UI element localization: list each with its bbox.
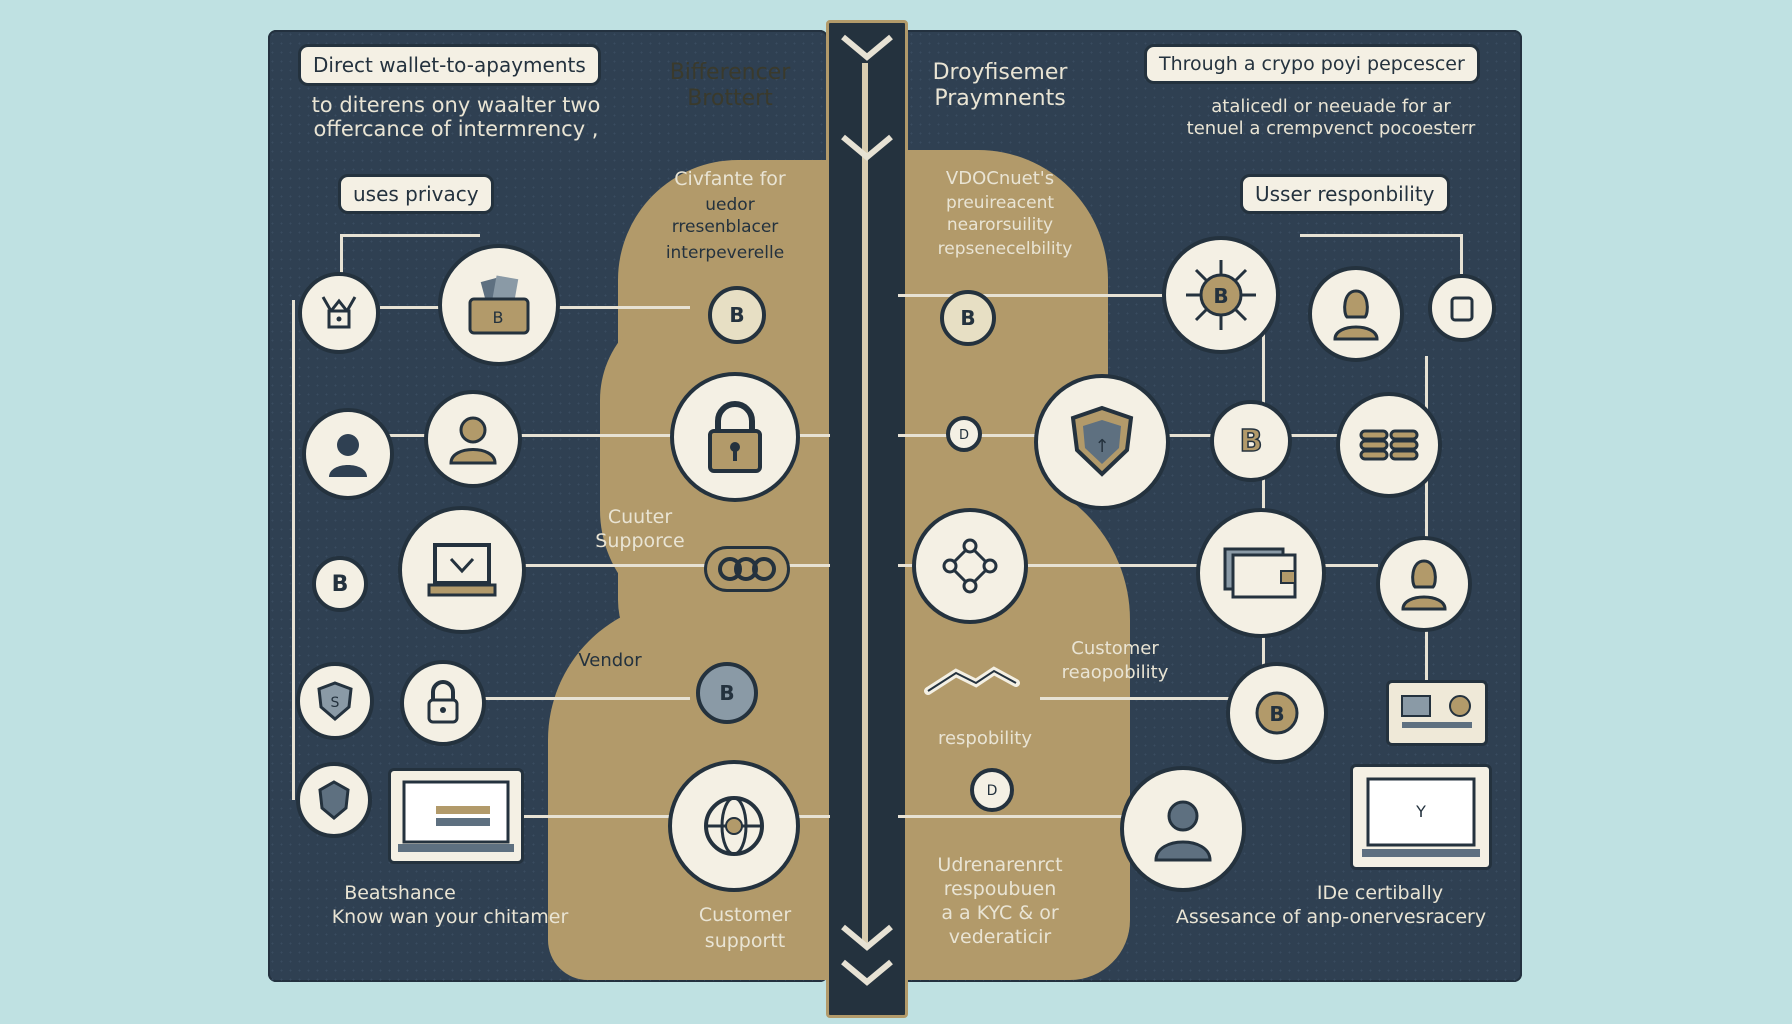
left-support-line2: supportt [704,930,786,952]
user-icon [302,408,394,500]
handshake-icon [916,650,1028,714]
chain-link-icon [704,546,790,592]
center-spine [826,20,908,1018]
privacy-pill: uses privacy [338,174,494,214]
connector [520,564,830,567]
coin-stack-icon [1336,392,1442,498]
left-center-heading-line1: Bifferencer [669,60,791,85]
svg-text:D: D [987,783,998,799]
user-icon [1120,766,1246,892]
connector [1040,697,1260,700]
left-subtitle-line1: to diterens ony waalter two [311,93,601,117]
right-subtitle-line1: atalicedl or neeuade for ar [1211,96,1451,117]
right-gold-text-line2: preuireacent [945,193,1055,213]
globe-icon [668,760,800,892]
svg-text:B: B [1213,284,1228,308]
gold-text-line3: rresenblacer [671,217,779,237]
connector [898,815,1228,818]
left-subtitle-line2: offercance of intermrency , [313,117,599,141]
ud-line3: a a KYC & or [941,902,1059,924]
bitcoin-badge-icon: B [1162,236,1280,354]
vendor-label: Vendor [578,650,642,671]
left-center-heading-line2: Brottert [687,86,773,111]
padlock-icon [1428,274,1496,342]
svg-text:Y: Y [1415,802,1426,821]
respobility-label: respobility [937,728,1033,749]
svg-text:B: B [332,572,349,597]
svg-text:↑: ↑ [1094,436,1109,457]
ud-line2: respoubuen [943,878,1057,900]
left-bottom-line1: Beatshance [344,882,456,904]
connector [1262,300,1265,680]
monitor-icon [388,768,524,864]
monitor-icon: Y [1350,764,1492,870]
right-gold-text-line3: nearorsuility [946,215,1054,235]
bitcoin-coin-icon: B [1226,662,1328,764]
bitcoin-coin-icon: D [946,416,982,452]
right-gold-text-line1: VDOCnuet's [945,168,1055,189]
cuuter-line1: Cuuter [607,506,673,528]
shield-icon: S [296,662,374,740]
ud-line1: Udrenarenrct [937,854,1063,876]
connector [292,300,295,800]
connector [1460,234,1463,274]
wallet-lock-icon [298,272,380,354]
bitcoin-coin-icon: B [1210,400,1292,482]
responsibility-pill: Usser responbility [1240,174,1450,214]
svg-text:B: B [719,681,734,705]
shield-icon: ↑ [1034,374,1170,510]
svg-text:B: B [493,308,504,327]
user-icon [1308,266,1404,362]
bitcoin-coin-icon: B [940,290,996,346]
right-bottom-line2: Assesance of anp-onervesracery [1175,906,1487,928]
connector [340,234,343,294]
connector [480,697,690,700]
cuuter-line2: Supporce [595,530,685,552]
right-gold-text-line4: repsenecelbility [937,239,1073,259]
customer-line1: Customer [1071,638,1159,659]
gold-text-line2: uedor [705,195,755,215]
card-icon [1386,680,1488,746]
shield-icon [296,762,372,838]
svg-text:S: S [331,695,340,711]
right-subtitle-line2: tenuel a crempvenct pocoesterr [1186,118,1476,139]
card-icon [1196,508,1326,638]
connector [1300,234,1462,237]
connector [898,564,1378,567]
money-wallet-icon: B [438,244,560,366]
svg-text:B: B [1269,702,1284,726]
ud-line4: vederaticir [948,926,1052,948]
connector [898,294,1218,297]
svg-text:D: D [959,428,969,443]
connector [1425,356,1428,686]
bitcoin-coin-icon: D [970,768,1014,812]
right-title-pill: Through a crypo poyi pepcescer [1144,44,1480,84]
laptop-icon [398,506,526,634]
connector [340,234,480,237]
left-support-line1: Customer [698,904,792,926]
bitcoin-badge-icon: B [312,556,368,612]
padlock-icon [670,372,800,502]
customer-line2: reaopobility [1061,662,1169,683]
left-title-pill: Direct wallet-to-apayments [298,44,601,86]
svg-text:B: B [960,306,975,330]
svg-text:B: B [729,303,744,327]
network-icon [912,508,1028,624]
gold-text-line1: Civfante for [674,168,786,190]
gold-text-line4: interpeverelle [665,243,785,263]
right-bottom-line1: IDe certibally [1316,882,1444,904]
right-center-heading-line2: Praymnents [934,86,1066,111]
right-center-heading-line1: Droyfisemer [932,60,1068,85]
padlock-icon [400,660,486,746]
connector [380,434,830,437]
user-icon [1376,536,1472,632]
left-bottom-line2: Know wan your chitamer [331,906,569,928]
user-icon [424,390,522,488]
bitcoin-badge-icon: B [696,662,758,724]
bitcoin-coin-icon: B [708,286,766,344]
svg-text:B: B [1240,424,1263,459]
